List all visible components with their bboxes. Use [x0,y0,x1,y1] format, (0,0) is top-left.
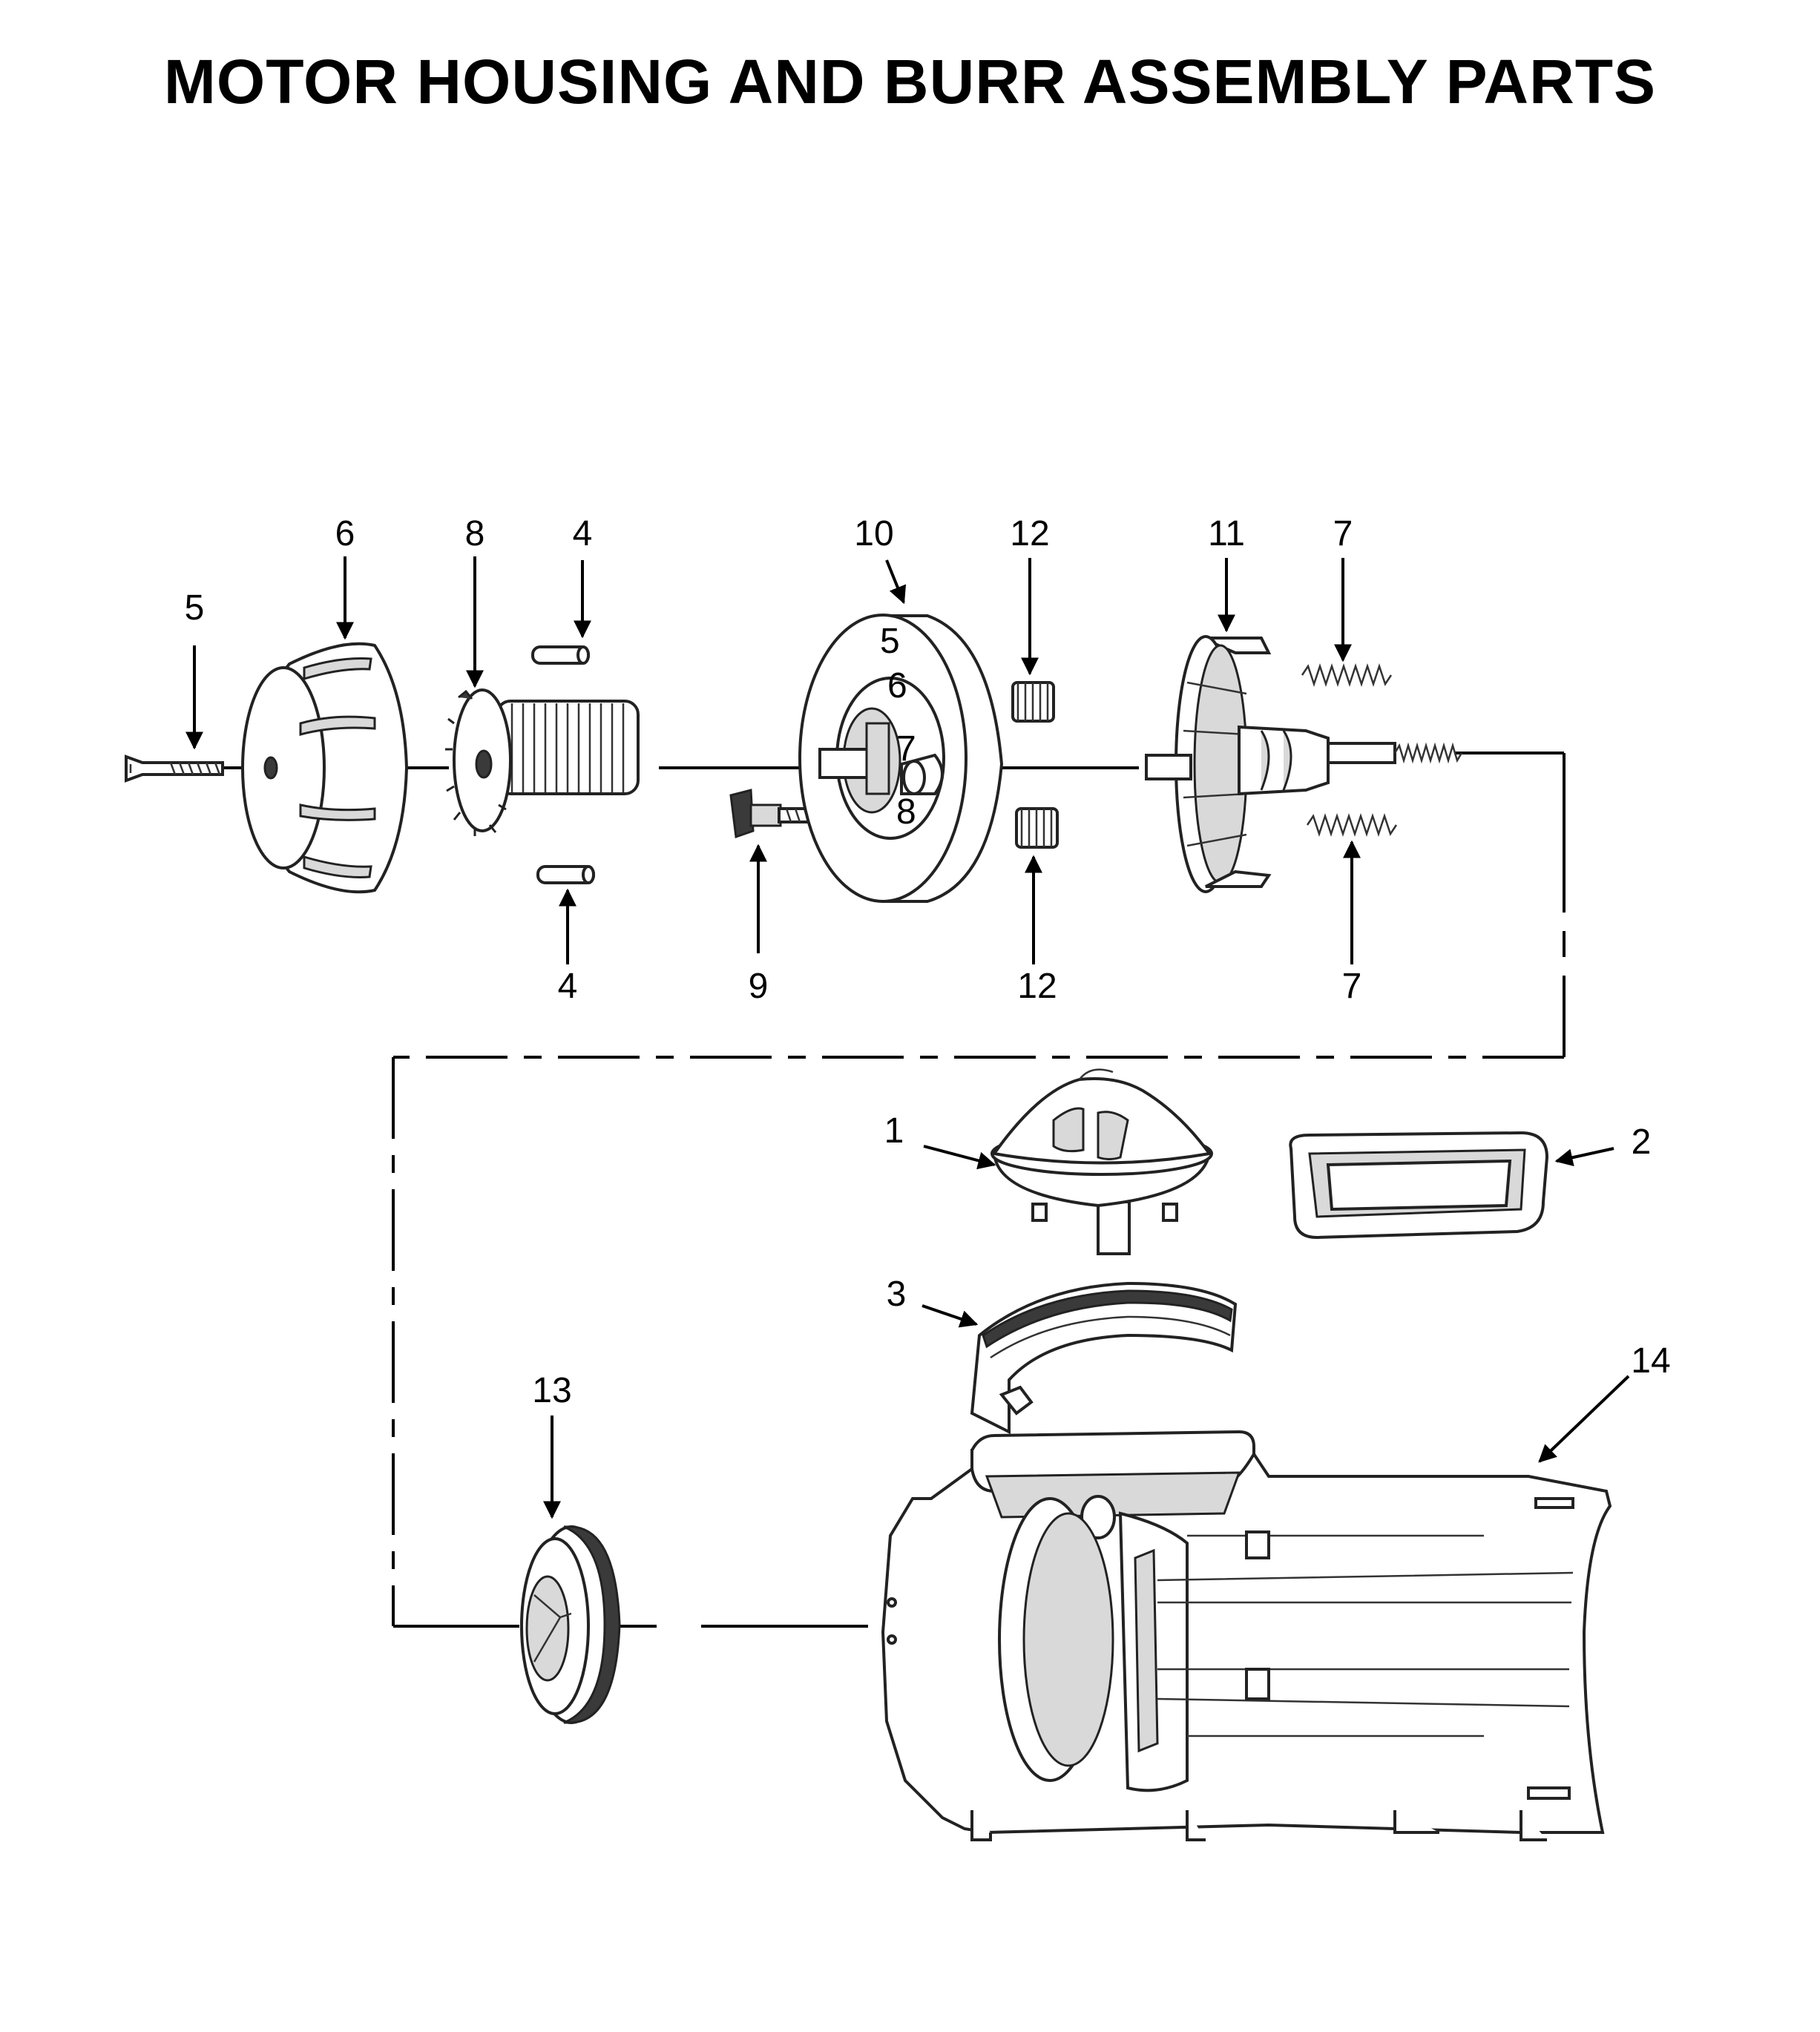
part-13-gear-wheel [520,1525,621,1724]
part-1-burr-cone [991,1068,1213,1255]
callout-6: 6 [335,514,355,553]
callout-1: 1 [884,1111,904,1151]
part-5-screw [125,754,224,783]
part-2-gasket [1289,1131,1549,1240]
callout-10: 10 [854,514,893,553]
callout-arrows [185,556,1630,1519]
part-10-dial-housing: 5 6 7 8 [798,614,1004,903]
callout-7-upper: 7 [1333,514,1353,553]
part-8-threaded-adjuster [445,688,640,836]
shaft-spring [1393,742,1463,764]
dial-number-5: 5 [880,622,900,661]
part-11-burr-carrier [1145,635,1396,893]
part-3-burr-ring [970,1281,1238,1435]
callout-5: 5 [185,588,205,628]
callout-11: 11 [1208,514,1245,553]
callout-2: 2 [1632,1122,1652,1162]
callout-13: 13 [532,1371,571,1410]
part-12-set-screw-lower [1015,807,1059,849]
callout-12-upper: 12 [1010,514,1049,553]
callout-9: 9 [749,967,769,1006]
part-7-spring-lower [1306,813,1398,837]
part-12-set-screw-upper [1011,681,1055,723]
part-6-knob [241,642,409,894]
part-4-pin-upper [531,645,590,665]
callout-14: 14 [1631,1341,1670,1381]
callout-7-lower: 7 [1342,967,1362,1006]
callout-12-lower: 12 [1017,967,1057,1006]
callout-3: 3 [887,1275,907,1314]
dial-number-8: 8 [896,792,916,832]
part-4-pin-lower [536,865,595,884]
callout-labels: 5 6 8 4 4 9 10 12 12 11 7 7 1 2 3 14 13 [185,514,1671,1410]
part-14-motor-housing [881,1430,1612,1841]
page-title: MOTOR HOUSING AND BURR ASSEMBLY PARTS [163,47,1657,116]
callout-8: 8 [465,514,485,553]
dial-number-6: 6 [887,666,907,706]
part-7-spring-upper [1301,663,1393,687]
callout-4-upper: 4 [573,514,593,553]
dial-number-7: 7 [896,729,916,769]
callout-4-lower: 4 [558,967,578,1006]
